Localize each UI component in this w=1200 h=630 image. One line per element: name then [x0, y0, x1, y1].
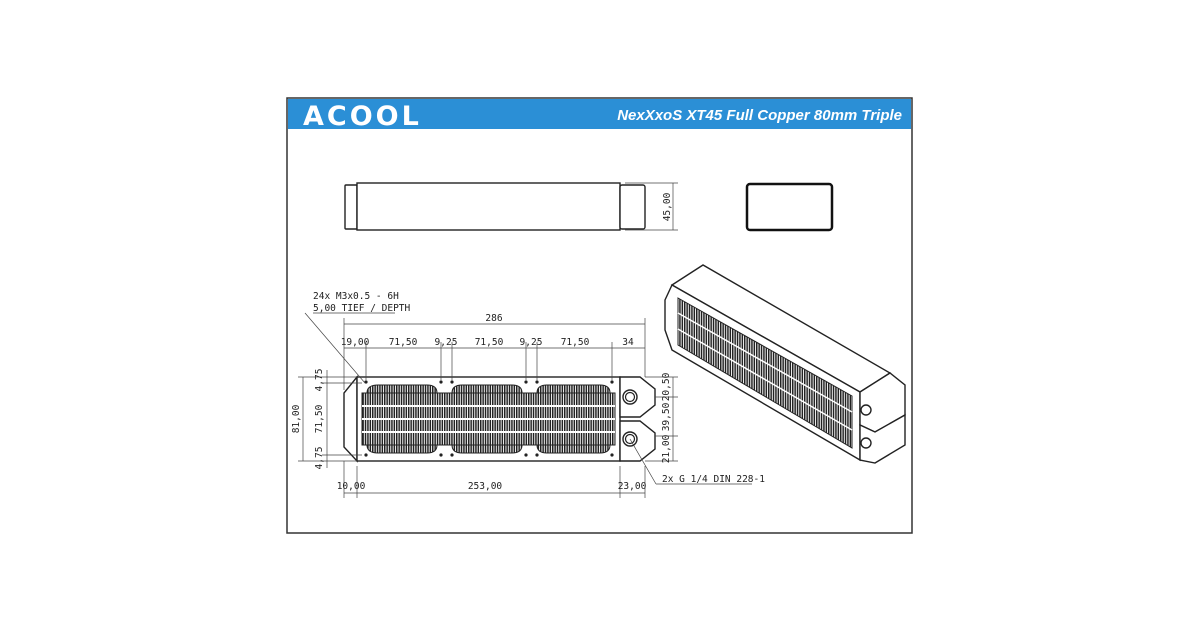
dim-left-middle: 71,50: [314, 404, 325, 433]
dim-top-6: 71,50: [561, 337, 590, 348]
dim-top-2: 71,50: [389, 337, 418, 348]
top-view: [344, 182, 678, 231]
side-view: [745, 182, 834, 232]
isometric-view: [664, 264, 906, 464]
dim-height-45: 45,00: [662, 192, 673, 221]
dim-left-bottom: 4,75: [314, 447, 325, 470]
drawing-frame: [286, 97, 913, 534]
dim-right-1: 20,50: [661, 372, 672, 401]
dim-bottom-2: 253,00: [468, 481, 503, 492]
front-view: [298, 312, 752, 498]
thread-note-line1: 24x M3x0.5 - 6H: [313, 291, 399, 302]
dim-right-2: 39,50: [661, 402, 672, 431]
dim-top-1: 19,00: [341, 337, 370, 348]
port-note: 2x G 1/4 DIN 228-1: [662, 474, 765, 485]
acool-logo: ACOOL: [303, 101, 422, 132]
dim-overall-length: 286: [485, 313, 502, 324]
product-title: NexXxoS XT45 Full Copper 80mm Triple: [617, 107, 902, 124]
dim-right-3: 21,00: [661, 434, 672, 463]
header-bar: [288, 99, 911, 129]
thread-note-line2: 5,00 TIEF / DEPTH: [313, 303, 411, 314]
dim-top-5: 9,25: [520, 337, 543, 348]
dim-total-height: 81,00: [291, 404, 302, 433]
dim-bottom-3: 23,00: [618, 481, 647, 492]
dim-top-4: 71,50: [475, 337, 504, 348]
dim-top-3: 9,25: [435, 337, 458, 348]
dim-bottom-1: 10,00: [337, 481, 366, 492]
dim-top-7: 34: [622, 337, 634, 348]
dim-left-top: 4,75: [314, 369, 325, 392]
